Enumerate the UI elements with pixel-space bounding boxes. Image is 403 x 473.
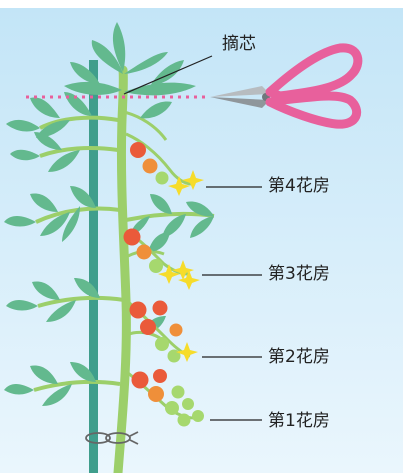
scissors-icon [210,43,363,129]
support-pole [89,60,98,473]
cluster-4-label: 第4花房 [268,176,330,196]
fruit-cluster-3 [121,226,200,290]
fruit-cluster-1 [123,368,204,427]
cluster-2-label: 第2花房 [268,347,330,367]
main-stem [113,65,131,473]
twine-knot-icon [85,431,139,445]
pinching-pointer-line [123,55,213,95]
fruit-cluster-4 [125,132,204,196]
cluster-1-label: 第1花房 [268,411,330,431]
pinching-label: 摘芯 [222,34,256,54]
cluster-3-label: 第3花房 [268,264,330,284]
fruit-cluster-2 [125,298,198,363]
